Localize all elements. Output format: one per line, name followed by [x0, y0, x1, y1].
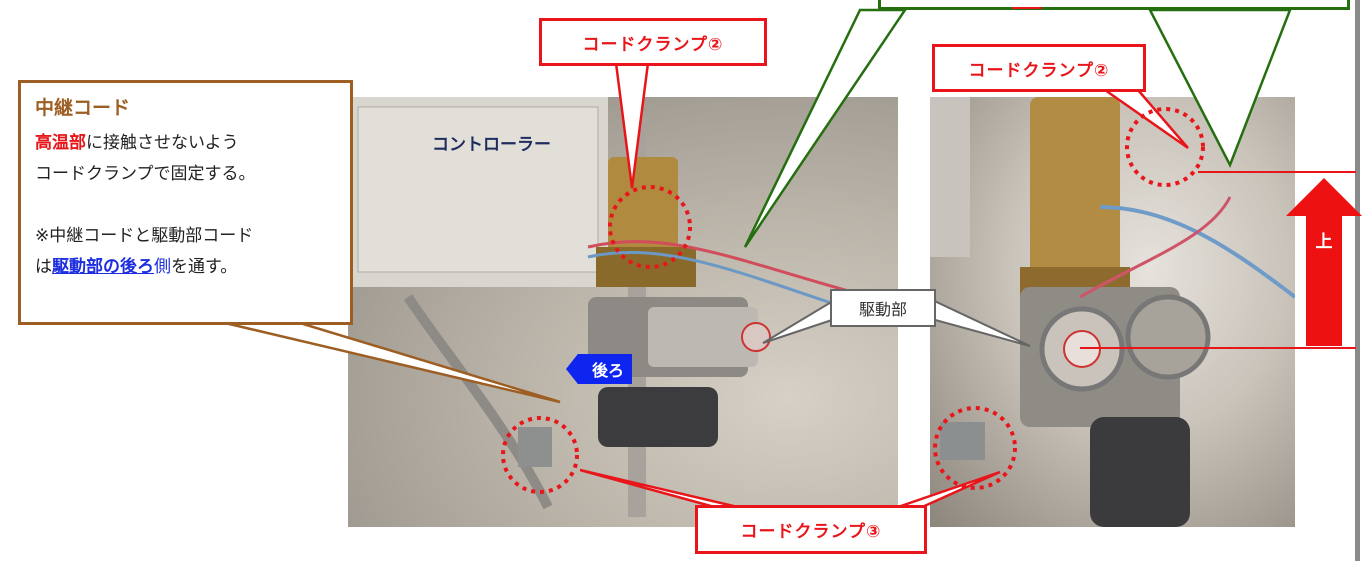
clamp-marker-left-bottom [501, 416, 579, 494]
info-title: 中継コード [35, 97, 131, 119]
photo-right-illustration [930, 97, 1295, 527]
photo-controller-wiring [348, 97, 898, 527]
info-line-1-rest: に接触させないよう [86, 133, 239, 153]
drive-pointer-left [762, 296, 839, 344]
info-note-line-1: ※中継コードと駆動部コード [35, 226, 254, 246]
cord-clamp-2-label-left: コードクランプ② [539, 18, 767, 66]
green-callout-underline [1012, 7, 1042, 9]
photo-drive-unit-closeup [930, 97, 1295, 527]
info-note-line-2: は駆動部の後ろ側を通す。 [35, 252, 336, 283]
photo-left-illustration [348, 97, 898, 517]
clamp2-right-tail [1101, 88, 1189, 150]
clamp2-left-tail [614, 61, 650, 189]
drive-back-link[interactable]: 駆動部の後ろ [52, 257, 154, 277]
clamp-marker-right-bottom [933, 406, 1017, 490]
relay-cord-info-box: 中継コード 高温部に接触させないよう コードクランプで固定する。 ※中継コードと… [18, 80, 353, 325]
info-pointer [224, 321, 561, 404]
note-pre: は [35, 257, 52, 277]
note-post: を通す。 [171, 257, 238, 277]
up-arrow [1286, 178, 1362, 346]
green-callout-box [878, 0, 1350, 10]
info-line-2: コードクランプで固定する。 [35, 164, 256, 184]
controller-label: コントローラー [432, 135, 551, 155]
high-temp-text: 高温部 [35, 133, 86, 153]
clamp3-left-tail [579, 468, 743, 510]
clamp-marker-right-top [1125, 107, 1205, 187]
clamp-marker-left-top [608, 185, 692, 269]
info-line-1: 高温部に接触させないよう [35, 128, 336, 159]
note-blue: 側 [154, 257, 171, 277]
drive-unit-label: 駆動部 [830, 289, 936, 327]
drive-pointer-right [927, 296, 1031, 347]
cord-clamp-3-label: コードクランプ③ [695, 505, 927, 554]
page-right-border [1355, 0, 1360, 561]
cord-clamp-2-label-right: コードクランプ② [932, 44, 1146, 92]
green-pointer-right [1147, 8, 1292, 169]
green-pointer-left [743, 8, 908, 248]
back-arrow-label: 後ろ [566, 354, 632, 384]
up-label: 上 [1315, 232, 1333, 252]
